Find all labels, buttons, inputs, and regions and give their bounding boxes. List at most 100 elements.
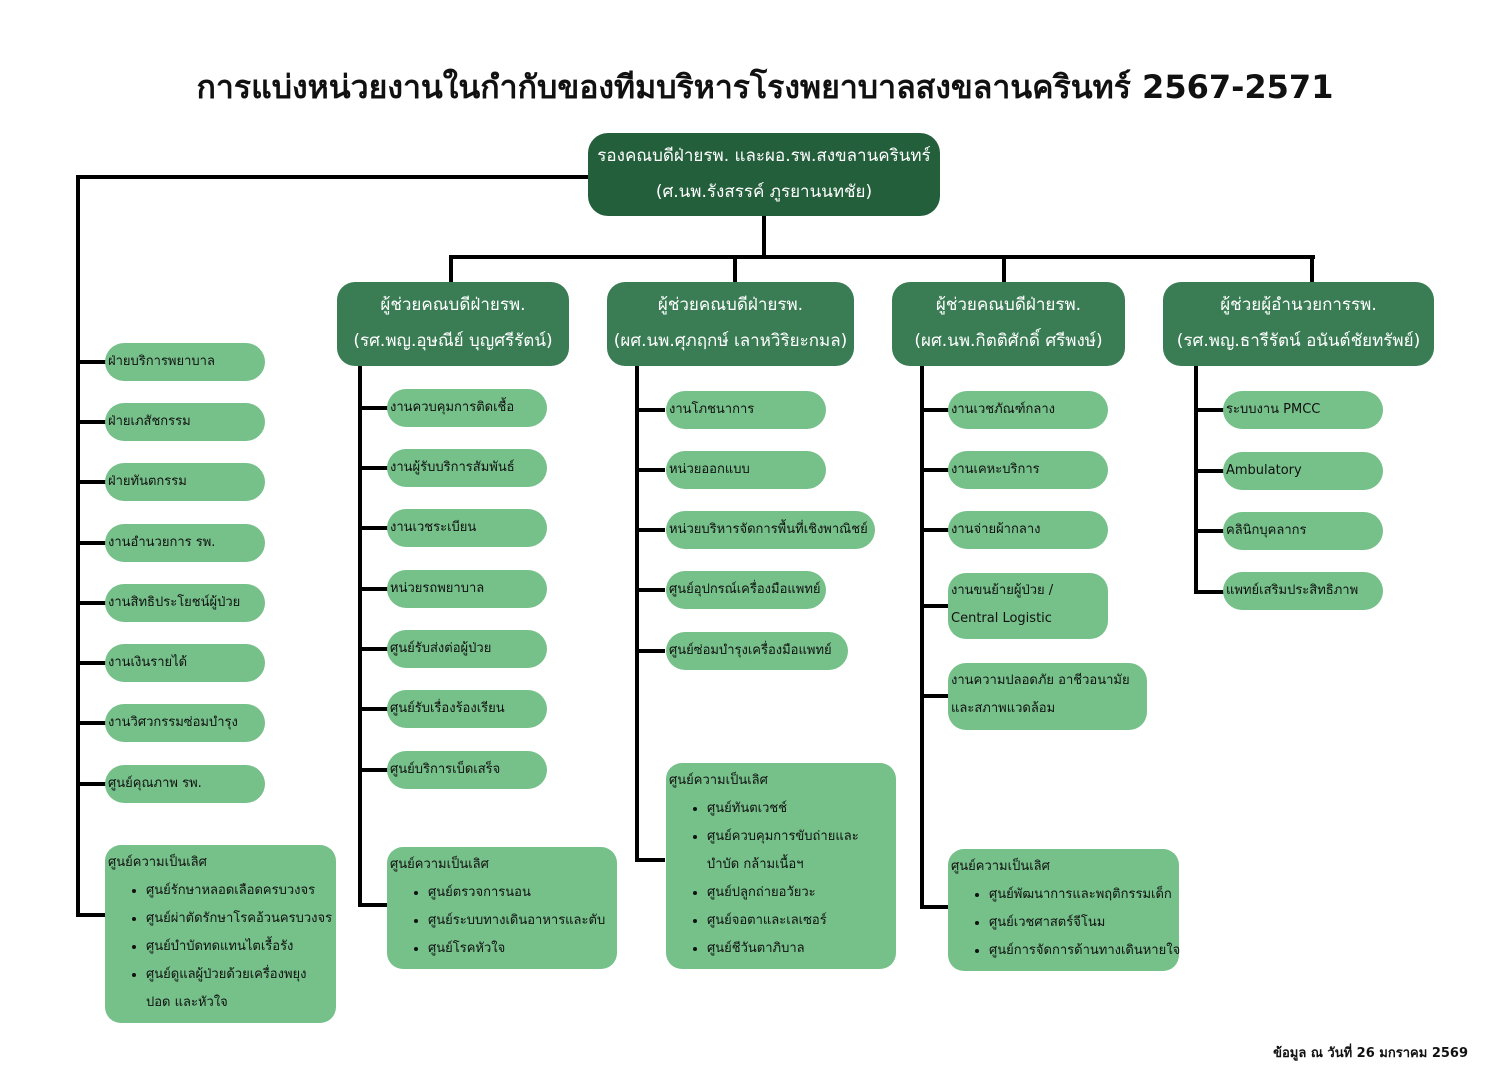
- excellence-item: ศูนย์โรคหัวใจ: [428, 935, 617, 963]
- connector: [1194, 366, 1198, 594]
- connector: [76, 175, 80, 917]
- unit-box: ศูนย์ซ่อมบำรุงเครื่องมือแพทย์: [666, 632, 848, 670]
- excellence-heading: ศูนย์ความเป็นเลิศ: [390, 857, 489, 872]
- connector: [1196, 529, 1224, 533]
- unit-box: งานสิทธิประโยชน์ผู้ป่วย: [105, 584, 265, 622]
- unit-box: ฝ่ายเภสัชกรรม: [105, 403, 265, 441]
- unit-box: Ambulatory: [1223, 452, 1383, 490]
- unit-box: งานเวชภัณฑ์กลาง: [948, 391, 1108, 429]
- connector: [637, 649, 665, 653]
- unit-box: งานจ่ายผ้ากลาง: [948, 511, 1108, 549]
- head-name: (ศ.นพ.รังสรรค์ ภูรยานนทชัย): [655, 182, 873, 202]
- head-title: รองคณบดีฝ่ายรพ. และผอ.รพ.สงขลานครินทร์: [597, 146, 931, 166]
- unit-label: และสภาพแวดล้อม: [951, 701, 1056, 716]
- excellence-item: ศูนย์จอตาและเลเซอร์: [707, 907, 896, 935]
- assistant-title: ผู้ช่วยผู้อำนวยการรพ.: [1220, 295, 1377, 315]
- connector: [637, 588, 665, 592]
- connector: [1196, 469, 1224, 473]
- assistant-title: ผู้ช่วยคณบดีฝ่ายรพ.: [935, 295, 1082, 315]
- excellence-heading: ศูนย์ความเป็นเลิศ: [108, 855, 207, 870]
- unit-box: หน่วยบริหารจัดการพื้นที่เชิงพาณิชย์: [666, 511, 875, 549]
- connector: [922, 604, 950, 608]
- connector: [360, 768, 388, 772]
- connector: [1196, 590, 1224, 594]
- connector: [449, 255, 453, 283]
- connector: [1310, 255, 1314, 283]
- unit-box: แพทย์เสริมประสิทธิภาพ: [1223, 572, 1383, 610]
- connector: [360, 406, 388, 410]
- excellence-box: ศูนย์ความเป็นเลิศ ศูนย์ทันตเวชช์ศูนย์ควบ…: [666, 763, 896, 969]
- connector: [76, 175, 588, 179]
- connector: [360, 903, 388, 907]
- unit-box: ศูนย์รับเรื่องร้องเรียน: [387, 690, 547, 728]
- connector: [637, 858, 665, 862]
- excellence-box: ศูนย์ความเป็นเลิศ ศูนย์พัฒนาการและพฤติกร…: [948, 849, 1180, 971]
- connector: [920, 366, 924, 909]
- excellence-item: ศูนย์ดูแลผู้ป่วยด้วยเครื่องพยุงปอด และหั…: [146, 961, 326, 1017]
- assistant-name: (ผศ.นพ.กิตติศักดิ์ ศรีพงษ์): [914, 331, 1103, 351]
- excellence-item: ศูนย์ทันตเวชช์: [707, 795, 896, 823]
- connector: [1196, 408, 1224, 412]
- footer-date: ข้อมูล ณ วันที่ 26 มกราคม 2569: [1273, 1046, 1468, 1061]
- unit-box: งานโภชนาการ: [666, 391, 826, 429]
- excellence-box: ศูนย์ความเป็นเลิศ ศูนย์รักษาหลอดเลือดครบ…: [105, 845, 336, 1023]
- connector: [637, 528, 665, 532]
- connector: [449, 255, 1315, 259]
- connector: [733, 255, 737, 283]
- unit-box: ศูนย์บริการเบ็ดเสร็จ: [387, 751, 547, 789]
- connector: [78, 661, 106, 665]
- connector: [360, 526, 388, 530]
- assistant-box-2: ผู้ช่วยคณบดีฝ่ายรพ.(ผศ.นพ.ศุภฤกษ์ เลาหวิ…: [607, 282, 854, 366]
- connector: [360, 466, 388, 470]
- excellence-item: ศูนย์ปลูกถ่ายอวัยวะ: [707, 879, 896, 907]
- connector: [78, 782, 106, 786]
- connector: [762, 215, 766, 259]
- unit-box: ฝ่ายทันตกรรม: [105, 463, 265, 501]
- assistant-name: (รศ.พญ.อุษณีย์ บุญศรีรัตน์): [353, 331, 553, 351]
- connector: [360, 587, 388, 591]
- connector: [922, 468, 950, 472]
- unit-box: ระบบงาน PMCC: [1223, 391, 1383, 429]
- excellence-item: ศูนย์ผ่าตัดรักษาโรคอ้วนครบวงจร: [146, 905, 336, 933]
- unit-label: งานความปลอดภัย อาชีวอนามัย: [951, 673, 1130, 688]
- excellence-item: ศูนย์ควบคุมการขับถ่ายและบำบัด กล้ามเนื้อ…: [707, 823, 887, 879]
- unit-box: ศูนย์คุณภาพ รพ.: [105, 765, 265, 803]
- connector: [922, 694, 950, 698]
- connector: [360, 647, 388, 651]
- assistant-box-3: ผู้ช่วยคณบดีฝ่ายรพ. (ผศ.นพ.กิตติศักดิ์ ศร…: [892, 282, 1125, 366]
- connector: [637, 468, 665, 472]
- connector: [78, 480, 106, 484]
- excellence-item: ศูนย์เวชศาสตร์จีโนม: [989, 909, 1179, 937]
- excellence-item: ศูนย์การจัดการด้านทางเดินหายใจ: [989, 937, 1180, 965]
- unit-box: งานควบคุมการติดเชื้อ: [387, 389, 547, 427]
- unit-box: งานขนย้ายผู้ป่วย / Central Logistic: [948, 573, 1108, 639]
- chart-title: การแบ่งหน่วยงานในกำกับของทีมบริหารโรงพยา…: [196, 68, 1334, 106]
- excellence-heading: ศูนย์ความเป็นเลิศ: [951, 859, 1050, 874]
- assistant-title: ผู้ช่วยคณบดีฝ่ายรพ.: [380, 295, 526, 315]
- connector: [78, 541, 106, 545]
- unit-box: งานเคหะบริการ: [948, 451, 1108, 489]
- connector: [635, 365, 639, 862]
- excellence-item: ศูนย์รักษาหลอดเลือดครบวงจร: [146, 877, 336, 905]
- connector: [922, 905, 950, 909]
- unit-box: หน่วยออกแบบ: [666, 451, 826, 489]
- excellence-box: ศูนย์ความเป็นเลิศ ศูนย์ตรวจการนอนศูนย์ระ…: [387, 847, 617, 969]
- unit-label: งานขนย้ายผู้ป่วย /: [951, 583, 1054, 598]
- connector: [78, 360, 106, 364]
- connector: [78, 721, 106, 725]
- connector: [922, 408, 950, 412]
- unit-box: คลินิกบุคลากร: [1223, 512, 1383, 550]
- excellence-item: ศูนย์ตรวจการนอน: [428, 879, 617, 907]
- unit-box: งานผู้รับบริการสัมพันธ์: [387, 449, 547, 487]
- head-box: รองคณบดีฝ่ายรพ. และผอ.รพ.สงขลานครินทร์ (…: [588, 133, 940, 216]
- connector: [637, 408, 665, 412]
- connector: [922, 528, 950, 532]
- connector: [78, 420, 106, 424]
- unit-box: งานเวชระเบียน: [387, 509, 547, 547]
- unit-label: Central Logistic: [951, 611, 1052, 626]
- assistant-title: ผู้ช่วยคณบดีฝ่ายรพ.: [657, 295, 804, 315]
- unit-box: ศูนย์รับส่งต่อผู้ป่วย: [387, 630, 547, 668]
- assistant-box-1: ผู้ช่วยคณบดีฝ่ายรพ. (รศ.พญ.อุษณีย์ บุญศรี…: [337, 282, 569, 366]
- excellence-item: ศูนย์พัฒนาการและพฤติกรรมเด็ก: [989, 881, 1179, 909]
